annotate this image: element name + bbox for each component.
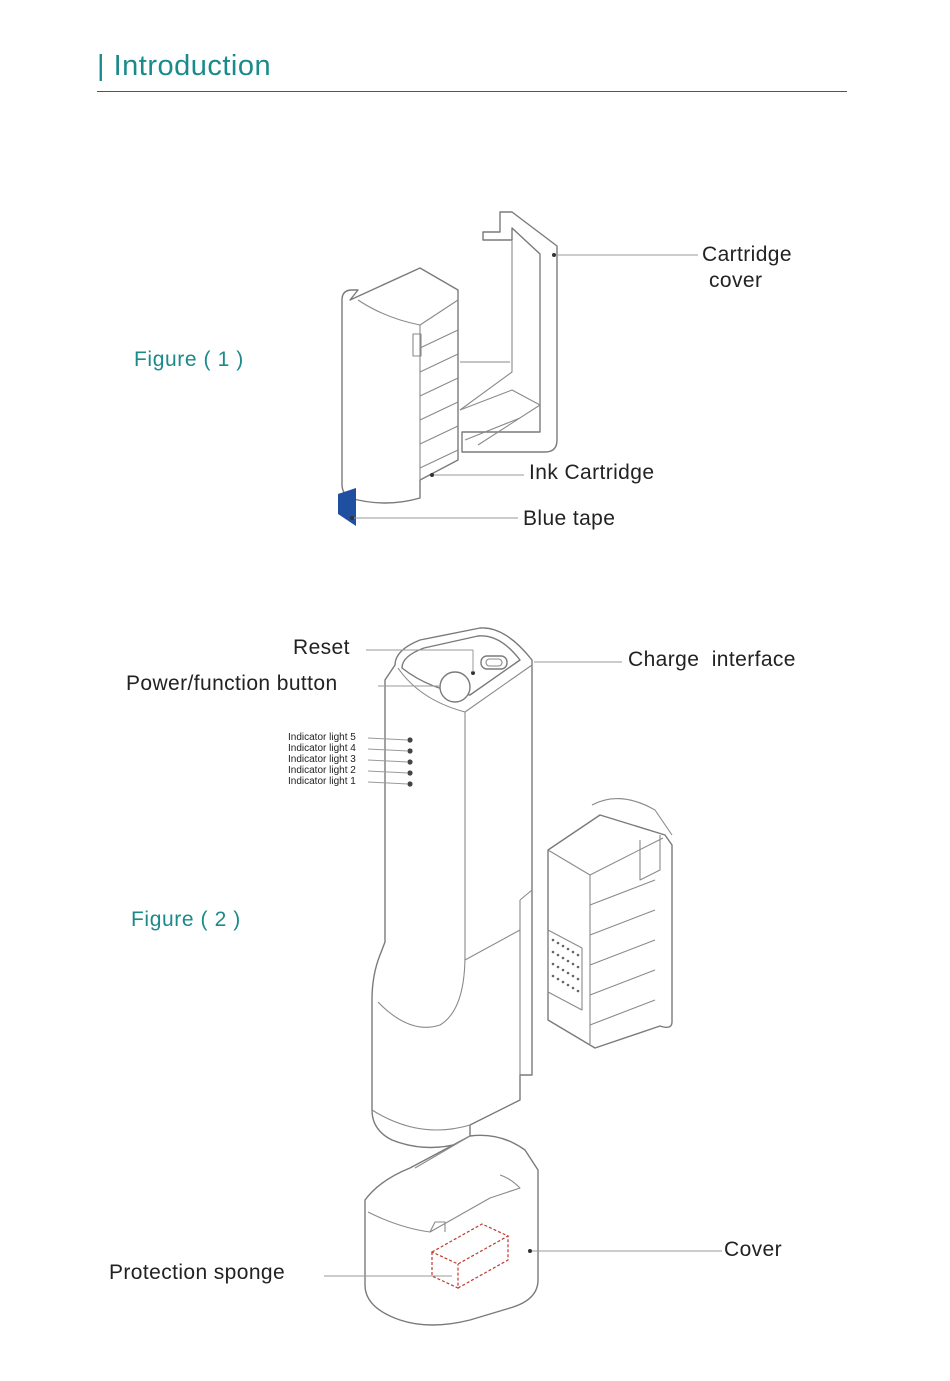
figure1-leader-lines [350,253,698,520]
cover-drawing [364,1134,539,1326]
label-indicator-light-5: Indicator light 5 [288,732,356,743]
cartridge-cover-drawing [459,211,558,453]
label-indicator-light-2: Indicator light 2 [288,765,356,776]
ink-cartridge-drawing [341,267,459,504]
figure2-leader-lines [324,649,722,1277]
label-cartridge-cover-line2: cover [709,269,763,292]
figure1-caption: Figure ( 1 ) [134,348,244,371]
label-indicator-light-4: Indicator light 4 [288,743,356,754]
removed-cartridge-drawing [547,798,673,1049]
figure2-caption: Figure ( 2 ) [131,908,241,931]
label-indicator-light-3: Indicator light 3 [288,754,356,765]
label-reset: Reset [293,636,350,659]
label-power-function-button: Power/function button [126,672,338,695]
header-divider [97,91,847,92]
label-ink-cartridge: Ink Cartridge [529,461,655,484]
indicator-lights-dots [407,737,413,787]
label-protection-sponge: Protection sponge [109,1261,286,1284]
label-indicator-light-1: Indicator light 1 [288,776,356,787]
page-title: | Introduction [97,50,272,82]
label-charge-interface: Charge interface [628,648,796,671]
protection-sponge-outline [430,1223,510,1289]
label-cover: Cover [724,1238,783,1261]
blue-tape [338,488,356,526]
device-body-drawing [371,627,533,1149]
label-blue-tape: Blue tape [523,507,616,530]
label-cartridge-cover-line1: Cartridge [702,243,792,266]
